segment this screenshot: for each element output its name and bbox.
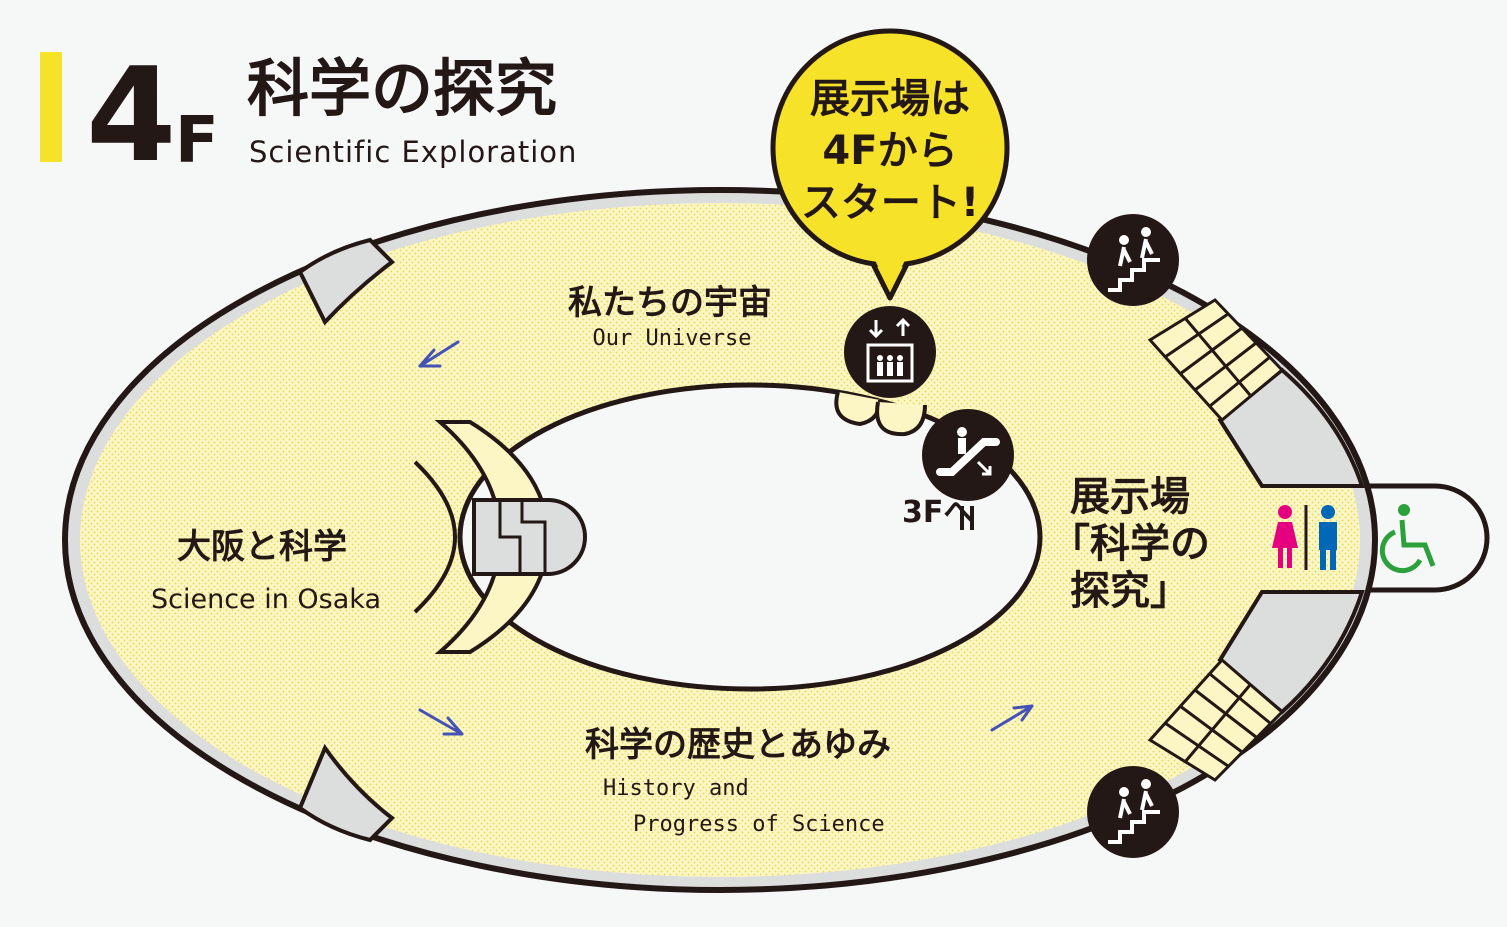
floor-letter: F	[175, 104, 219, 178]
wall-segment-e2	[1217, 590, 1365, 715]
wall-segment-nw	[297, 237, 396, 326]
wheelchair-icon[interactable]	[1379, 504, 1436, 574]
zone-history-en-2: Progress of Science	[633, 812, 885, 837]
staircase-ne	[1147, 298, 1285, 423]
zone-universe-en: Our Universe	[593, 326, 752, 351]
wall-segment-sw	[297, 743, 396, 843]
callout-line-1: 展示場は	[810, 76, 970, 122]
callout-line-2: 4Fから	[822, 128, 957, 174]
zone-osaka-en: Science in Osaka	[151, 584, 381, 615]
route-arrows	[418, 340, 1034, 736]
start-callout: 展示場は 4Fから スタート!	[770, 28, 1010, 301]
floor-number: 4	[86, 39, 176, 191]
zone-universe-jp: 私たちの宇宙	[568, 283, 772, 323]
stairs-icon[interactable]	[1087, 214, 1179, 306]
floor-title-jp: 科学の探究	[247, 52, 557, 125]
floor-title-en: Scientific Exploration	[249, 135, 577, 169]
floor-accent-bar	[40, 52, 62, 162]
atrium-void	[457, 382, 1043, 692]
exhibit-label-3: 探究」	[1070, 568, 1190, 614]
escalator-down-icon[interactable]	[922, 409, 1014, 501]
center-staircase	[472, 498, 587, 576]
exhibit-label-1: 展示場	[1070, 474, 1190, 520]
callout-line-3: スタート!	[801, 180, 979, 226]
wall-segment-e1	[1217, 367, 1365, 488]
zone-history-jp: 科学の歴史とあゆみ	[585, 725, 891, 765]
elevator-icon[interactable]	[844, 306, 936, 398]
zone-osaka-jp: 大阪と科学	[177, 527, 347, 567]
exhibit-label-2: 「科学の	[1050, 521, 1210, 567]
stairs-icon[interactable]	[1087, 766, 1179, 858]
curved-partition-inner	[413, 460, 458, 614]
restroom-icon[interactable]	[1272, 505, 1337, 570]
zone-history-en-1: History and	[603, 776, 749, 801]
staircase-se	[1147, 657, 1285, 782]
